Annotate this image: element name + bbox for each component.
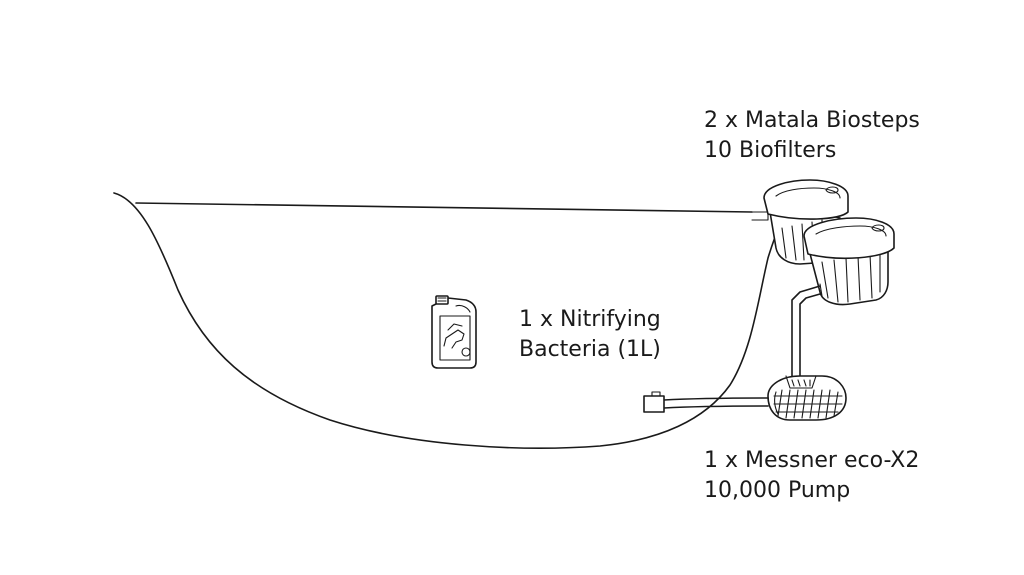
bacteria-label-line1: 1 x Nitrifying: [519, 307, 661, 332]
pump-label-line1: 1 x Messner eco-X2: [704, 448, 920, 473]
pond-pump-icon: [767, 375, 847, 421]
biofilters-label-line1: 2 x Matala Biosteps: [704, 108, 920, 133]
inlet-hose-icon: [751, 211, 769, 221]
biofilters-label: 2 x Matala Biosteps 10 Biofilters: [704, 106, 920, 166]
bacteria-jerrycan-icon: [431, 295, 477, 369]
bacteria-label: 1 x Nitrifying Bacteria (1L): [519, 305, 661, 365]
pump-label: 1 x Messner eco-X2 10,000 Pump: [704, 446, 919, 506]
outlet-hose-icon: [643, 391, 769, 413]
pump-label-line2: 10,000 Pump: [704, 478, 851, 503]
bacteria-label-line2: Bacteria (1L): [519, 337, 661, 362]
biofilters-label-line2: 10 Biofilters: [704, 138, 837, 163]
return-pipe-icon: [791, 283, 823, 383]
biofilter-box-icon: [803, 217, 895, 306]
pond-outline-icon: [113, 192, 785, 449]
